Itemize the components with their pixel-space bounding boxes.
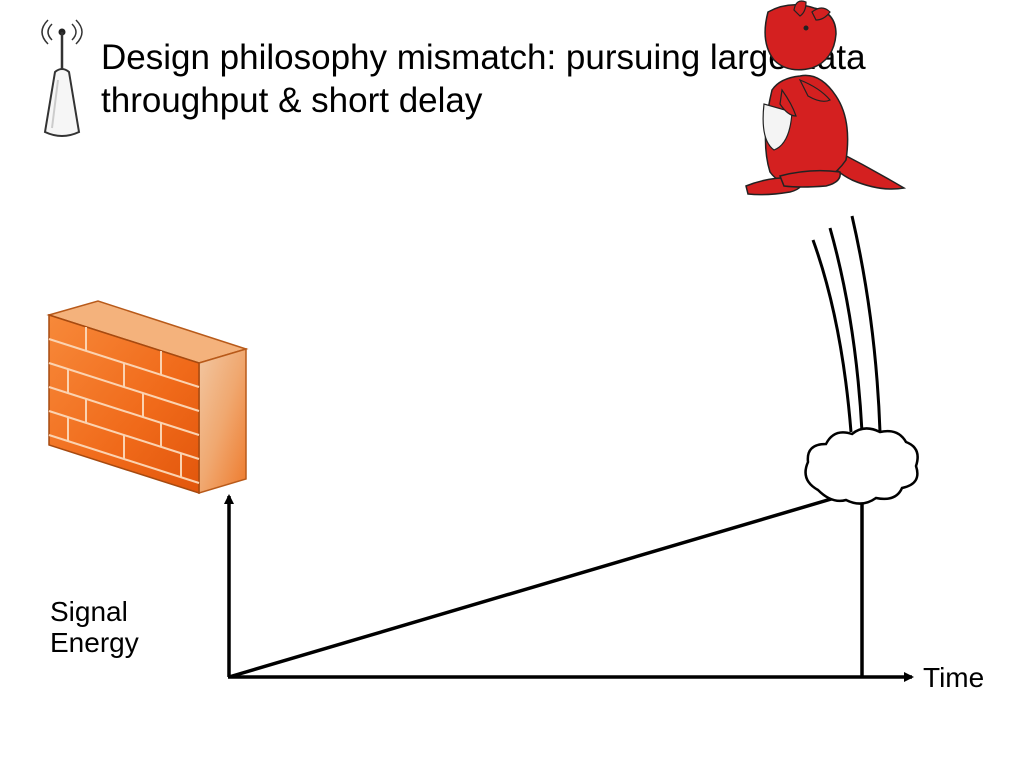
y-axis-label: Signal Energy	[50, 596, 139, 658]
title-line-1: Design philosophy mismatch: pursuing lar…	[101, 38, 866, 77]
dust-cloud-icon	[804, 427, 919, 505]
jump-motion-lines	[811, 215, 882, 433]
wireless-antenna-icon	[41, 19, 83, 137]
title-line-2: throughput & short delay	[101, 81, 483, 120]
signal-energy-ramp	[228, 487, 866, 679]
slide-title: Design philosophy mismatch: pursuing lar…	[101, 36, 981, 122]
y-axis-label-line-1: Signal	[50, 596, 128, 627]
brick-firewall-icon	[46, 300, 249, 495]
y-axis-label-line-2: Energy	[50, 627, 139, 658]
x-axis-label: Time	[923, 662, 985, 693]
